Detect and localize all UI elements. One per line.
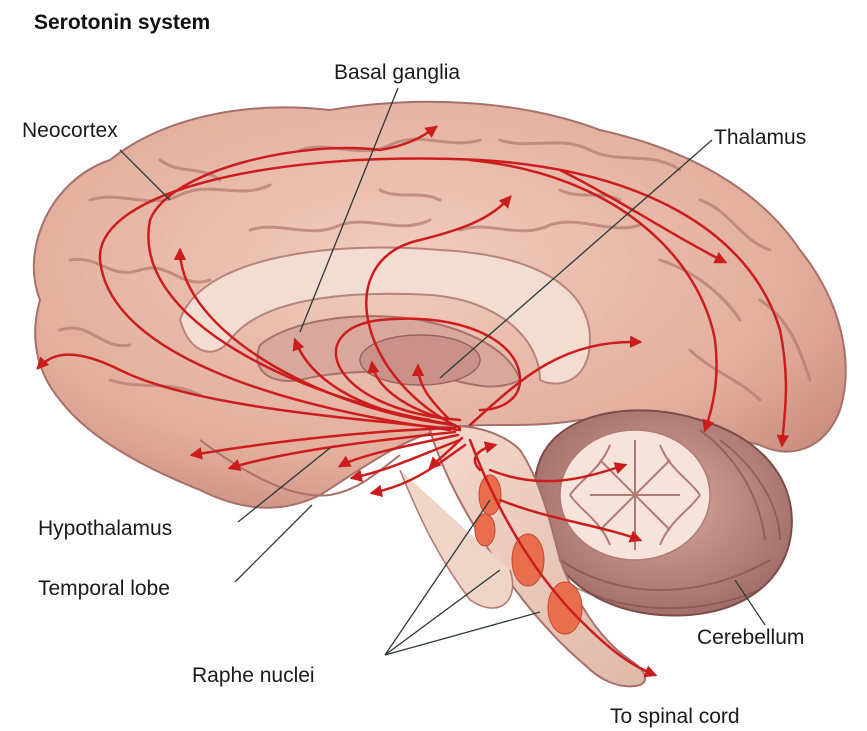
label-cerebellum: Cerebellum [697, 627, 804, 648]
arbor-vitae [560, 430, 710, 560]
leader-temporal-lobe [235, 505, 312, 582]
label-raphe-nuclei: Raphe nuclei [192, 665, 315, 686]
label-temporal-lobe: Temporal lobe [38, 578, 170, 599]
label-neocortex: Neocortex [22, 120, 118, 141]
label-basal-ganglia: Basal ganglia [334, 62, 460, 83]
leader-raphe-2 [385, 570, 500, 655]
label-hypothalamus: Hypothalamus [38, 518, 172, 539]
leader-raphe-3 [385, 612, 540, 655]
label-to-spinal-cord: To spinal cord [610, 706, 740, 727]
diagram-title: Serotonin system [34, 12, 210, 33]
label-thalamus: Thalamus [714, 127, 806, 148]
